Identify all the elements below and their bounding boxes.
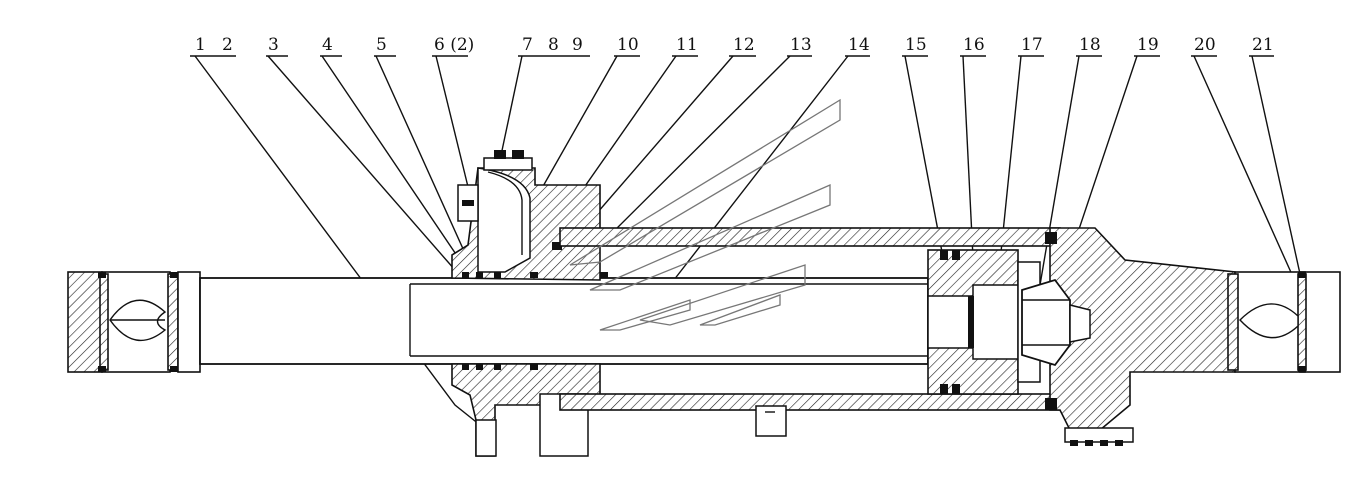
callout-19: 19 <box>1137 35 1159 55</box>
piston <box>927 249 1091 395</box>
callout-labels: 1 2 3 4 5 6 (2) 7 8 9 10 11 12 13 14 15 … <box>195 35 1274 55</box>
gland-head <box>451 150 608 457</box>
callout-17: 17 <box>1021 35 1043 55</box>
callout-12: 12 <box>733 35 755 55</box>
callout-9: 9 <box>572 35 583 55</box>
callout-4: 4 <box>322 35 333 55</box>
callout-13: 13 <box>790 35 812 55</box>
callout-7: 7 <box>522 35 533 55</box>
callout-20: 20 <box>1194 35 1216 55</box>
watermark-logo <box>569 98 841 331</box>
piston-rod <box>199 277 929 365</box>
callout-18: 18 <box>1079 35 1101 55</box>
callout-8: 8 <box>548 35 559 55</box>
callout-16: 16 <box>963 35 985 55</box>
callout-14: 14 <box>848 35 870 55</box>
cylinder-barrel <box>559 227 1236 446</box>
cap-end-eye <box>1227 271 1341 373</box>
callout-15: 15 <box>905 35 927 55</box>
callout-21: 21 <box>1252 35 1274 55</box>
callout-2: 2 <box>222 35 233 55</box>
rod-end-eye <box>67 271 201 373</box>
callout-1: 1 <box>195 35 206 55</box>
callout-3: 3 <box>268 35 279 55</box>
callout-6: 6 (2) <box>434 35 474 55</box>
callout-11: 11 <box>676 35 698 55</box>
callout-5: 5 <box>376 35 387 55</box>
callout-10: 10 <box>617 35 639 55</box>
